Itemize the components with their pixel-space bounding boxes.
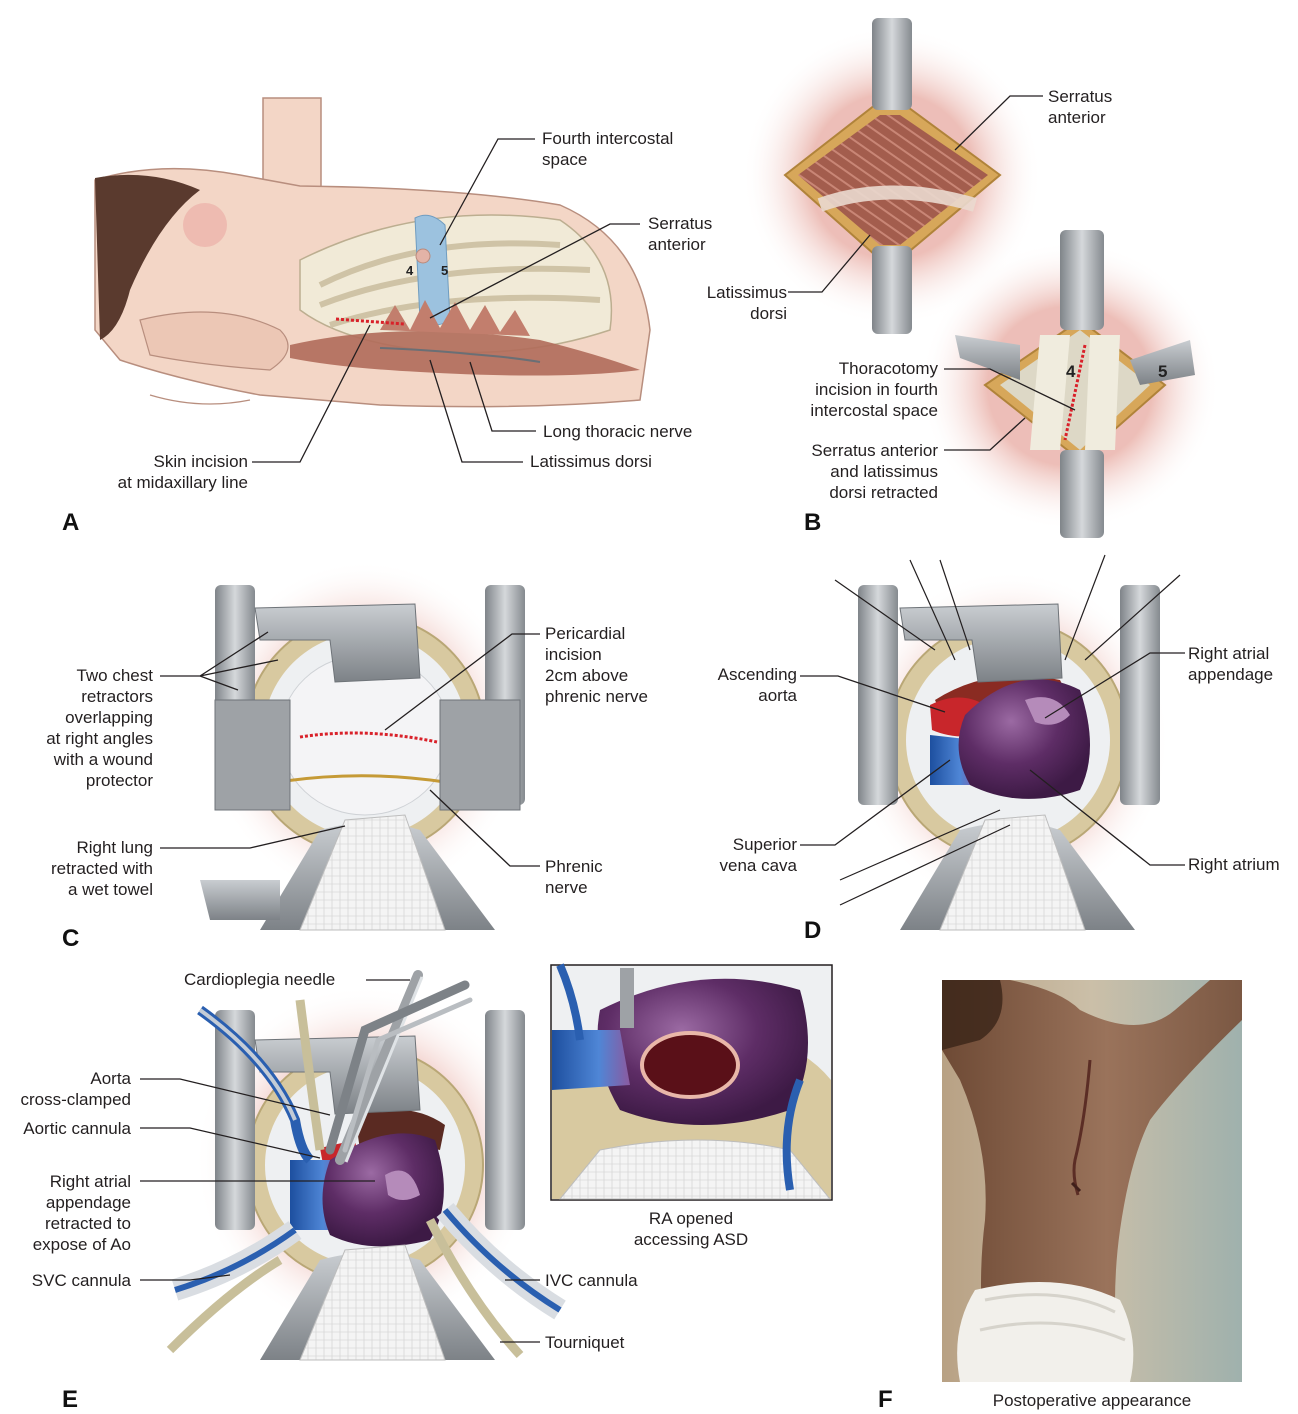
panel-letter-e: E: [62, 1386, 78, 1414]
rib-4-label-b: 4: [1066, 362, 1075, 382]
panel-c-illustration: [160, 560, 540, 930]
rib-5-label-a: 5: [441, 263, 448, 278]
label-fourth-intercostal-space: Fourth intercostal space: [542, 128, 673, 170]
label-phrenic-nerve: Phrenic nerve: [545, 856, 603, 898]
rib-4-label-a: 4: [406, 263, 413, 278]
label-muscles-retracted: Serratus anterior and latissimus dorsi r…: [760, 440, 938, 503]
label-superior-vena-cava: Superior vena cava: [660, 834, 797, 876]
label-ivc-cannula: IVC cannula: [545, 1270, 638, 1291]
label-ascending-aorta: Ascending aorta: [660, 664, 797, 706]
label-aortic-cannula: Aortic cannula: [0, 1118, 131, 1139]
label-thoracotomy-incision: Thoracotomy incision in fourth intercost…: [760, 358, 938, 421]
label-svc-cannula: SVC cannula: [0, 1270, 131, 1291]
panel-d-illustration: [800, 555, 1185, 930]
panel-letter-d: D: [804, 917, 821, 945]
label-cardioplegia-needle: Cardioplegia needle: [184, 969, 335, 990]
label-pericardial-incision: Pericardial incision 2cm above phrenic n…: [545, 623, 648, 707]
label-serratus-anterior-b: Serratus anterior: [1048, 86, 1112, 128]
label-postoperative-appearance: Postoperative appearance: [962, 1390, 1222, 1411]
label-serratus-anterior-a: Serratus anterior: [648, 213, 712, 255]
panel-letter-f: F: [878, 1386, 893, 1414]
label-latissimus-dorsi-a: Latissimus dorsi: [530, 451, 652, 472]
label-right-atrium: Right atrium: [1188, 854, 1280, 875]
label-right-atrial-appendage-d: Right atrial appendage: [1188, 643, 1273, 685]
label-latissimus-dorsi-b: Latissimus dorsi: [660, 282, 787, 324]
panel-letter-a: A: [62, 509, 79, 537]
panel-letter-b: B: [804, 509, 821, 537]
label-inset-ra-opened: RA opened accessing ASD: [600, 1208, 782, 1250]
label-right-atrial-appendage-e: Right atrial appendage retracted to expo…: [0, 1171, 131, 1255]
label-chest-retractors: Two chest retractors overlapping at righ…: [10, 665, 153, 791]
panel-f-photo: [942, 980, 1242, 1382]
label-tourniquet: Tourniquet: [545, 1332, 624, 1353]
panel-letter-c: C: [62, 925, 79, 953]
panel-e-illustration: [140, 965, 832, 1360]
label-long-thoracic-nerve: Long thoracic nerve: [543, 421, 692, 442]
rib-5-label-b: 5: [1158, 362, 1167, 382]
label-skin-incision: Skin incision at midaxillary line: [80, 451, 248, 493]
label-aorta-cross-clamped: Aorta cross-clamped: [0, 1068, 131, 1110]
label-right-lung: Right lung retracted with a wet towel: [10, 837, 153, 900]
